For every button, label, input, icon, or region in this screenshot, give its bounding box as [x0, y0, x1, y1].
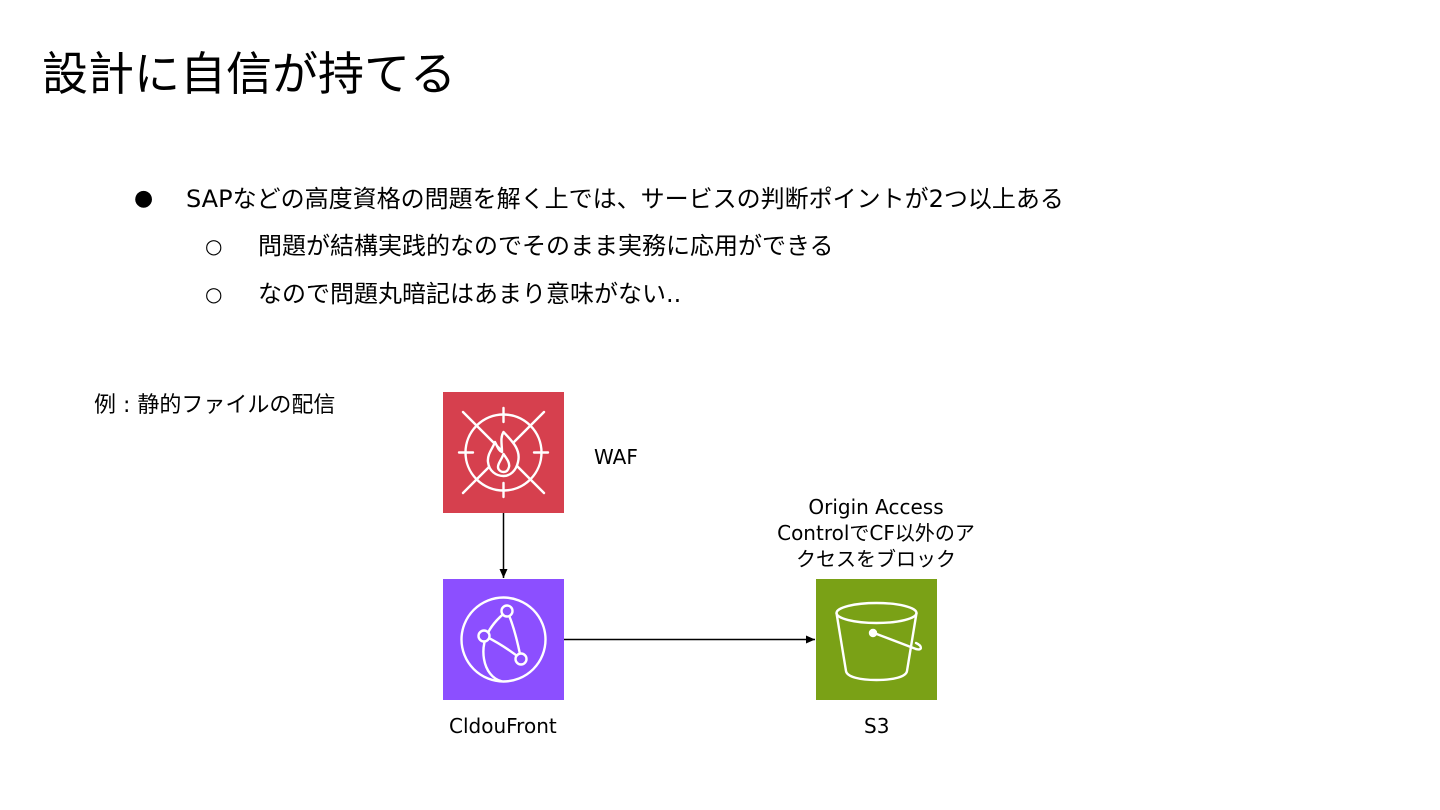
waf-label: WAF: [594, 445, 638, 469]
waf-firewall-icon: [443, 392, 564, 513]
bullet-marker: ●: [134, 186, 154, 211]
example-label: 例 : 静的ファイルの配信: [94, 393, 336, 418]
s3-node: [816, 579, 937, 700]
s3-bucket-icon: [816, 579, 937, 700]
cloudfront-globe-icon: [443, 579, 564, 700]
sub-bullet-text: 問題が結構実践的なのでそのまま実務に応用ができる: [258, 232, 834, 260]
sub-bullet-marker: ○: [205, 282, 223, 306]
waf-node: [443, 392, 564, 513]
sub-bullet-text: なので問題丸暗記はあまり意味がない..: [258, 280, 682, 308]
cloudfront-node: [443, 579, 564, 700]
bullet-text: SAPなどの高度資格の問題を解く上では、サービスの判断ポイントが2つ以上ある: [186, 185, 1064, 213]
slide-title: 設計に自信が持てる: [42, 47, 456, 101]
origin-access-control-annotation: Origin Access ControlでCF以外のアクセスをブロック: [777, 495, 975, 571]
sub-bullet-marker: ○: [205, 234, 223, 258]
cloudfront-label: CldouFront: [449, 714, 557, 738]
s3-label: S3: [864, 714, 890, 738]
